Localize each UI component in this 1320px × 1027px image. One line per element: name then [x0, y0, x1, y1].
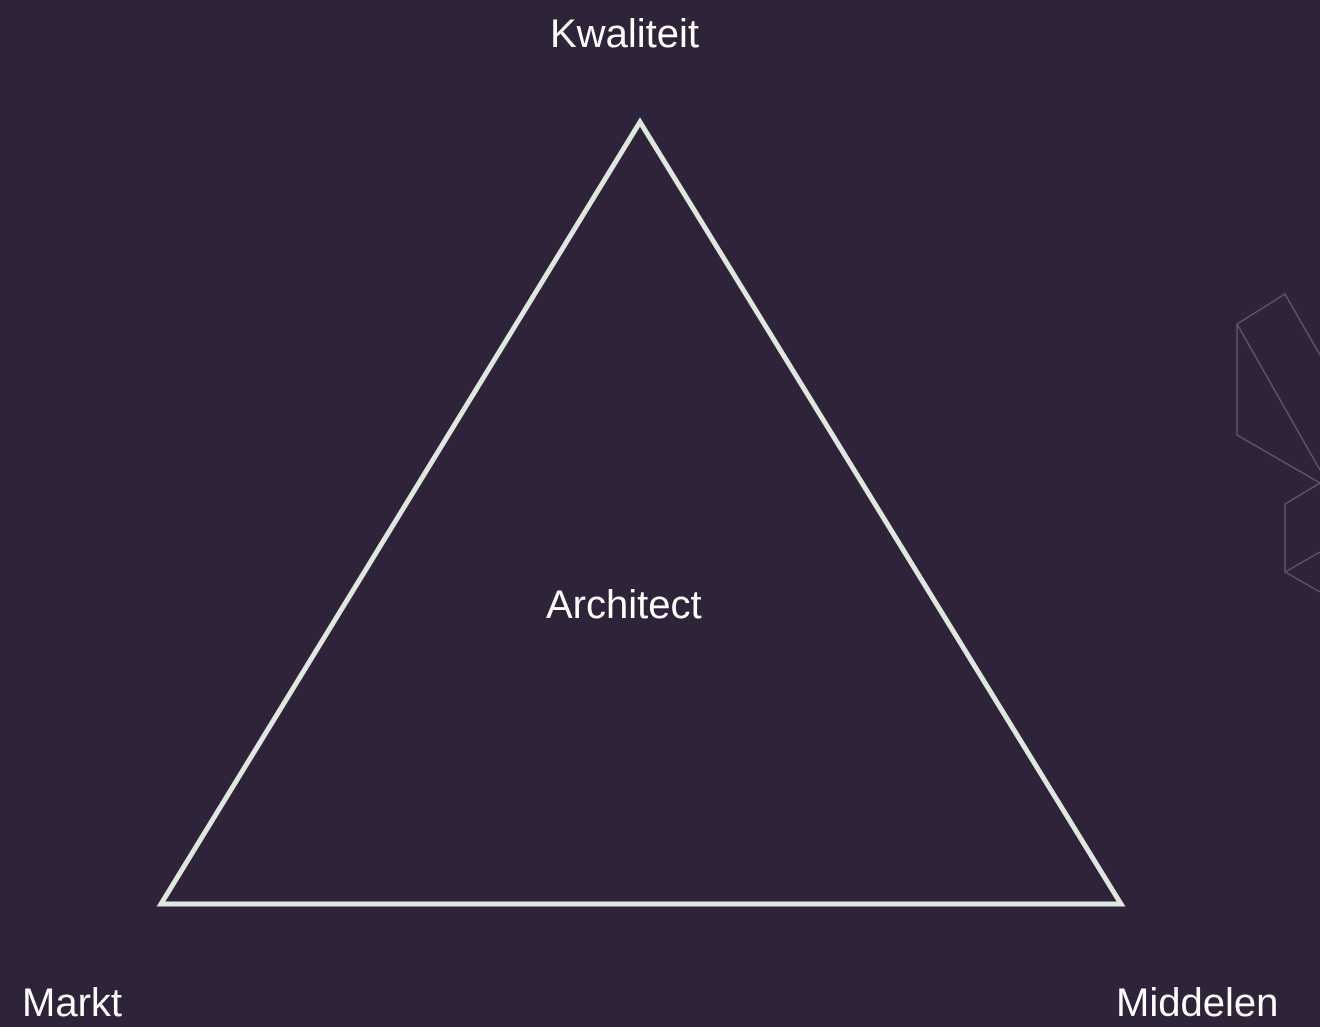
label-market: Markt [22, 983, 122, 1023]
decoration-line [1237, 294, 1320, 483]
geometric-cube-outline-icon [1200, 280, 1320, 600]
decoration-line [1285, 552, 1320, 572]
triangle-outline [161, 122, 1121, 904]
label-architect: Architect [546, 585, 702, 625]
label-resources: Middelen [1116, 983, 1278, 1023]
label-quality: Kwaliteit [550, 14, 699, 54]
decoration-line [1285, 483, 1320, 592]
decoration-line [1237, 324, 1320, 470]
